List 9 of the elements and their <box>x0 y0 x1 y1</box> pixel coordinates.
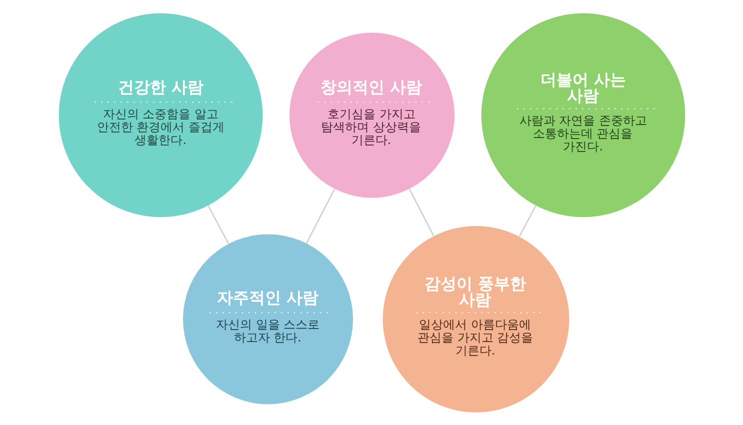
node-circle: 건강한 사람 자신의 소중함을 알고 안전한 환경에서 즐겁게 생활한다. <box>58 12 262 217</box>
node-circle: 감성이 풍부한 사람 일상에서 아름다움에 관심을 가지고 감성을 기른다. <box>382 226 569 412</box>
connector <box>207 204 228 244</box>
node-circle: 자주적인 사람 자신의 일을 스스로 하고자 한다. <box>182 234 353 404</box>
connector <box>518 204 536 236</box>
connector <box>305 188 335 244</box>
node-circle: 창의적인 사람 호기심을 가지고 탐색하며 상상력을 기른다. <box>288 32 454 198</box>
connector <box>408 188 434 236</box>
node-circle: 더불어 사는 사람 사람과 자연을 존중하고 소통하는데 관심을 가진다. <box>480 12 685 217</box>
